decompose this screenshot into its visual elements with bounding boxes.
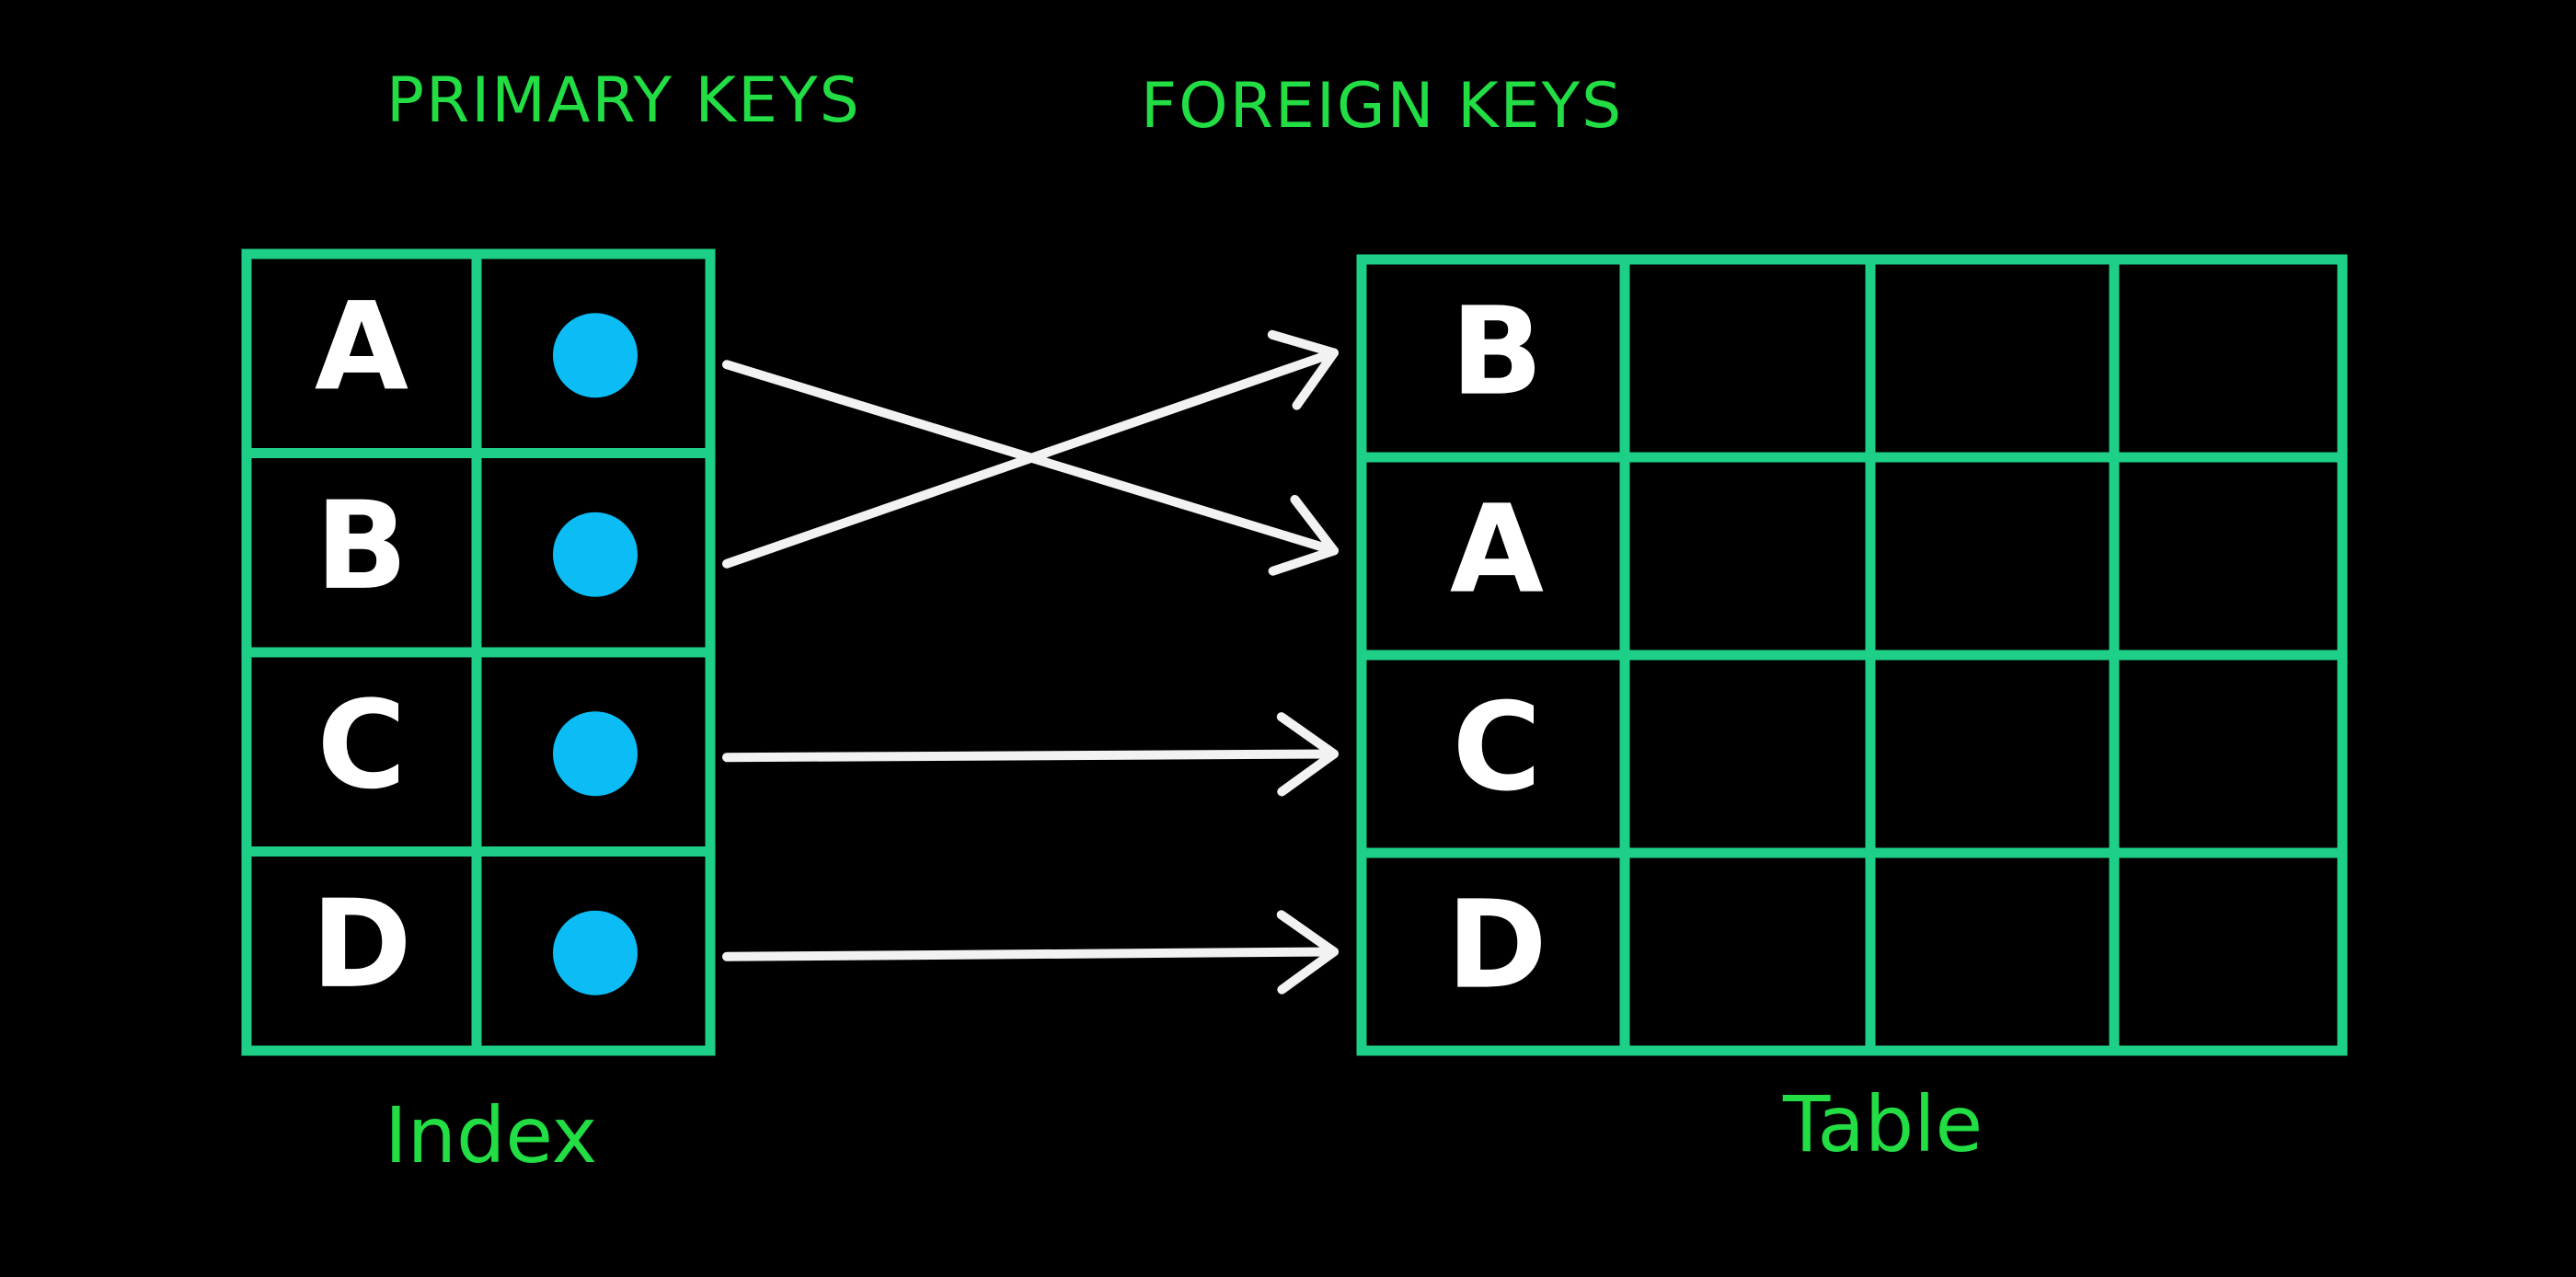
row-pointer-dot xyxy=(553,313,638,398)
link-arrow xyxy=(722,329,1339,569)
table-key-label: B xyxy=(1451,282,1544,423)
arrowhead xyxy=(1276,712,1339,797)
index-key-label: A xyxy=(315,276,408,418)
table-key-label: C xyxy=(1453,677,1542,819)
arrowhead xyxy=(1276,910,1339,995)
table-key-label: A xyxy=(1450,479,1544,621)
arrowhead xyxy=(1267,329,1339,410)
primary-keys-heading: PRIMARY KEYS xyxy=(386,64,861,137)
index-key-label: C xyxy=(317,674,407,816)
index-caption: Index xyxy=(385,1090,598,1180)
row-pointer-dot xyxy=(553,711,638,797)
index-key-label: D xyxy=(311,874,412,1016)
link-arrow xyxy=(722,712,1339,797)
table-key-label: D xyxy=(1446,875,1547,1017)
row-pointer-dot xyxy=(553,910,638,995)
arrowhead xyxy=(1268,494,1339,576)
table-caption: Table xyxy=(1783,1079,1984,1169)
index-key-label: B xyxy=(316,476,408,617)
foreign-keys-heading: FOREIGN KEYS xyxy=(1141,70,1624,143)
link-arrow xyxy=(722,910,1339,995)
link-arrow xyxy=(722,360,1339,576)
link-arrows xyxy=(722,329,1339,995)
row-pointer-dot xyxy=(553,512,638,597)
